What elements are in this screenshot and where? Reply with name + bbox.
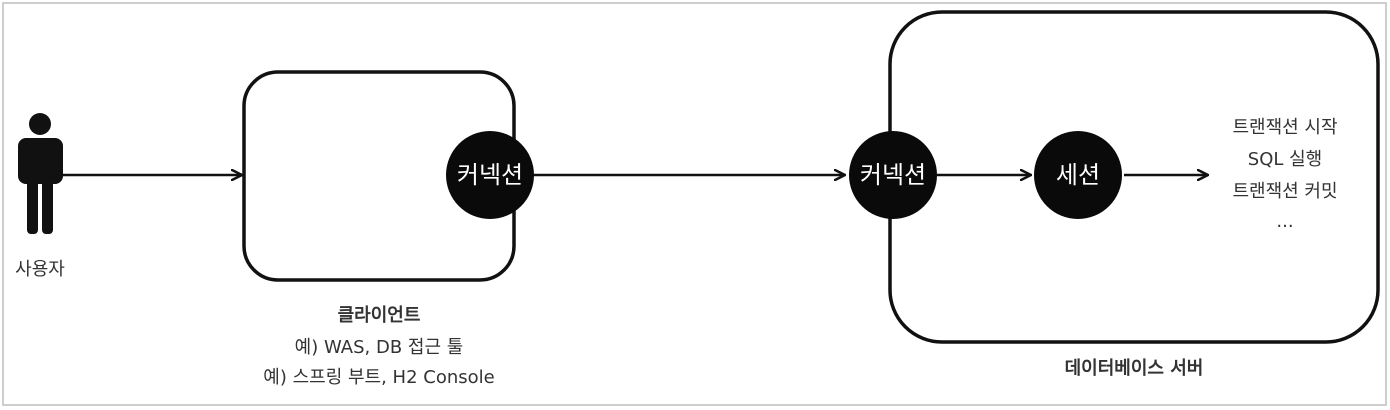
session-label: 세션: [1055, 161, 1101, 189]
client-connection-label: 커넥션: [456, 161, 524, 189]
step-item: ...: [1276, 211, 1294, 232]
session-node: [1034, 131, 1122, 219]
user-label: 사용자: [15, 259, 65, 280]
db-server-box: [888, 10, 1380, 344]
step-item: 트랜잭션 커밋: [1232, 181, 1338, 202]
step-item: 트랜잭션 시작: [1232, 117, 1338, 138]
step-item: SQL 실행: [1247, 149, 1323, 170]
client-example-2: 예) 스프링 부트, H2 Console: [263, 367, 495, 388]
db-connection-label: 커넥션: [859, 161, 927, 189]
client-title: 클라이언트: [337, 305, 421, 326]
db-server-title: 데이터베이스 서버: [1064, 358, 1204, 379]
db-connection-node: [849, 131, 937, 219]
client-example-1: 예) WAS, DB 접근 툴: [294, 337, 464, 358]
client-connection-node: [446, 131, 534, 219]
person-icon: [18, 113, 63, 234]
